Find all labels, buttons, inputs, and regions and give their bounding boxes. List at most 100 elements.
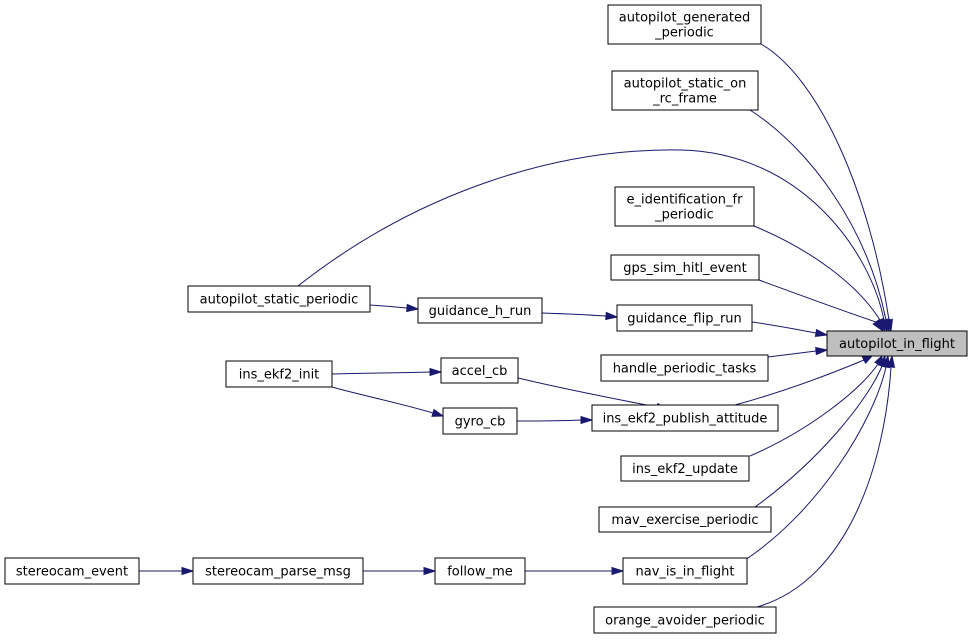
- edge-orange_avoider_periodic-to-autopilot_in_flight: [756, 354, 896, 608]
- arrowhead-icon: [580, 415, 594, 425]
- node-autopilot_static_periodic[interactable]: autopilot_static_periodic: [187, 285, 371, 313]
- node-box: [591, 404, 779, 432]
- node-label: ins_ekf2_update: [632, 462, 738, 477]
- node-label: _periodic: [654, 208, 714, 223]
- edge-line: [756, 366, 892, 608]
- arrowhead-icon: [872, 319, 885, 333]
- edge-line: [331, 371, 431, 375]
- node-label: gps_sim_hitl_event: [623, 261, 746, 276]
- node-gyro_cb[interactable]: gyro_cb: [442, 407, 518, 435]
- node-stereocam_parse_msg[interactable]: stereocam_parse_msg: [192, 557, 364, 585]
- edge-line: [751, 321, 817, 334]
- node-box: [614, 186, 755, 227]
- node-box: [616, 304, 753, 332]
- node-label: autopilot_static_on: [624, 77, 747, 92]
- node-label: orange_avoider_periodic: [605, 614, 765, 629]
- edge-handle_periodic_tasks-to-autopilot_in_flight: [767, 346, 829, 358]
- node-guidance_flip_run[interactable]: guidance_flip_run: [616, 304, 753, 332]
- node-box: [434, 557, 526, 585]
- edge-guidance_flip_run-to-autopilot_in_flight: [751, 321, 829, 337]
- edge-line: [516, 419, 582, 422]
- edge-line: [758, 279, 877, 323]
- node-handle_periodic_tasks[interactable]: handle_periodic_tasks: [600, 354, 769, 382]
- node-box: [620, 455, 750, 482]
- node-box: [622, 557, 748, 585]
- node-box: [225, 360, 333, 388]
- node-label: ins_ekf2_publish_attitude: [603, 412, 768, 427]
- node-box: [600, 354, 769, 382]
- edge-line: [754, 365, 883, 508]
- arrowhead-icon: [815, 346, 829, 356]
- edge-stereocam_parse_msg-to-follow_me: [362, 566, 437, 576]
- arrowhead-icon: [611, 566, 625, 576]
- arrowhead-icon: [605, 311, 619, 321]
- node-box: [417, 297, 543, 324]
- node-box: [442, 407, 518, 435]
- edge-line: [734, 359, 865, 406]
- edge-line: [749, 109, 887, 321]
- arrowhead-icon: [429, 367, 443, 377]
- node-label: handle_periodic_tasks: [613, 362, 757, 377]
- node-label: nav_is_in_flight: [635, 565, 734, 580]
- edge-gyro_cb-to-ins_ekf2_publish_attitude: [516, 415, 594, 425]
- edge-autopilot_static_periodic-to-autopilot_in_flight: [297, 149, 888, 333]
- node-nav_is_in_flight[interactable]: nav_is_in_flight: [622, 557, 748, 585]
- node-label: guidance_flip_run: [627, 312, 742, 327]
- node-box: [610, 254, 760, 281]
- edge-e_identification_fr_periodic-to-autopilot_in_flight: [753, 225, 886, 333]
- edge-line: [541, 312, 607, 317]
- edge-line: [753, 225, 881, 321]
- node-box: [611, 70, 759, 111]
- edge-guidance_h_run-to-guidance_flip_run: [541, 311, 619, 321]
- edge-line: [297, 149, 885, 321]
- node-box: [607, 4, 762, 45]
- node-label: stereocam_event: [16, 565, 128, 580]
- edge-line: [369, 304, 408, 309]
- edge-autopilot_static_on_rc_frame-to-autopilot_in_flight: [749, 109, 890, 333]
- edge-stereocam_event-to-stereocam_parse_msg: [138, 566, 195, 576]
- arrowhead-icon: [886, 354, 896, 368]
- node-label: gyro_cb: [455, 415, 506, 430]
- node-box: [192, 557, 364, 585]
- arrowhead-icon: [423, 566, 437, 576]
- nodes-layer: autopilot_in_flightautopilot_generated_p…: [4, 4, 968, 634]
- node-label: _rc_frame: [652, 92, 717, 107]
- edge-line: [744, 366, 887, 561]
- node-label: follow_me: [447, 565, 513, 580]
- edge-gps_sim_hitl_event-to-autopilot_in_flight: [758, 279, 885, 333]
- node-label: accel_cb: [452, 364, 508, 379]
- arrowhead-icon: [181, 566, 195, 576]
- edge-line: [760, 43, 890, 321]
- node-ins_ekf2_update[interactable]: ins_ekf2_update: [620, 455, 750, 482]
- node-box: [440, 357, 519, 384]
- node-box: [187, 285, 371, 313]
- node-mav_exercise_periodic[interactable]: mav_exercise_periodic: [598, 506, 772, 533]
- node-autopilot_generated_periodic[interactable]: autopilot_generated_periodic: [607, 4, 762, 45]
- node-gps_sim_hitl_event[interactable]: gps_sim_hitl_event: [610, 254, 760, 281]
- node-label: mav_exercise_periodic: [611, 513, 758, 528]
- node-box: [826, 330, 968, 357]
- node-stereocam_event[interactable]: stereocam_event: [4, 557, 140, 585]
- node-autopilot_static_on_rc_frame[interactable]: autopilot_static_on_rc_frame: [611, 70, 759, 111]
- edge-ins_ekf2_init-to-accel_cb: [331, 367, 443, 377]
- node-box: [4, 557, 140, 585]
- node-ins_ekf2_init[interactable]: ins_ekf2_init: [225, 360, 333, 388]
- node-label: autopilot_generated: [619, 11, 750, 26]
- edge-autopilot_static_periodic-to-guidance_h_run: [369, 303, 420, 313]
- edge-ins_ekf2_init-to-gyro_cb: [331, 386, 445, 417]
- edge-follow_me-to-nav_is_in_flight: [524, 566, 625, 576]
- node-box: [598, 506, 772, 533]
- edges-layer: [138, 43, 896, 608]
- edge-nav_is_in_flight-to-autopilot_in_flight: [744, 354, 890, 561]
- node-autopilot_in_flight[interactable]: autopilot_in_flight: [826, 330, 968, 357]
- node-e_identification_fr_periodic[interactable]: e_identification_fr_periodic: [614, 186, 755, 227]
- node-ins_ekf2_publish_attitude[interactable]: ins_ekf2_publish_attitude: [591, 404, 779, 432]
- arrowhead-icon: [814, 328, 829, 337]
- node-orange_avoider_periodic[interactable]: orange_avoider_periodic: [593, 606, 777, 634]
- node-guidance_h_run[interactable]: guidance_h_run: [417, 297, 543, 324]
- node-box: [593, 606, 777, 634]
- node-accel_cb[interactable]: accel_cb: [440, 357, 519, 384]
- node-label: e_identification_fr: [627, 193, 744, 208]
- node-follow_me[interactable]: follow_me: [434, 557, 526, 585]
